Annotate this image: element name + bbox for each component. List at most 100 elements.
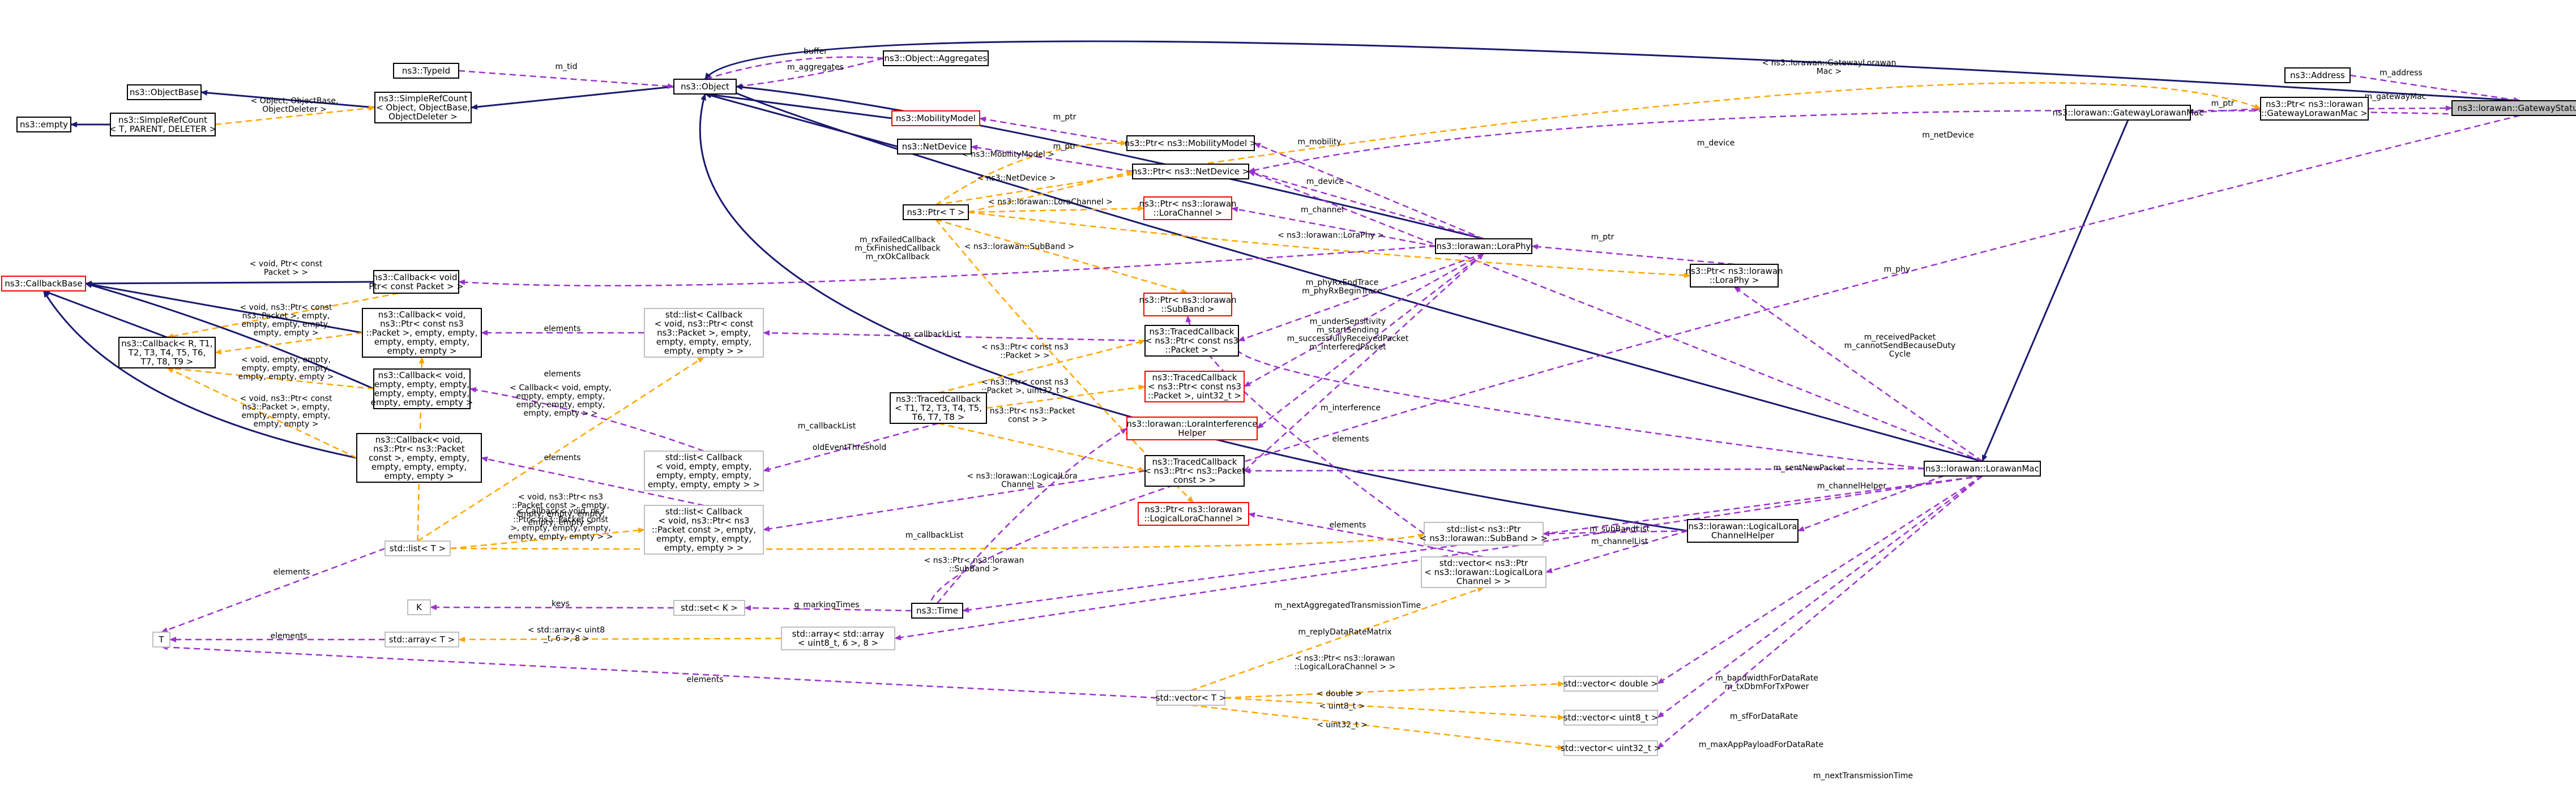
class-node-cbTmpl[interactable]: ns3::Callback< R, T1,T2, T3, T4, T5, T6,… [118, 337, 216, 368]
class-node-empty[interactable]: ns3::empty [16, 117, 71, 132]
class-node-ptrMob[interactable]: ns3::Ptr< ns3::MobilityModel > [1125, 135, 1257, 151]
edge-label-text: ::Packet > > [1000, 351, 1050, 361]
class-node-vecT[interactable]: std::vector< T > [1156, 690, 1227, 706]
class-node-listCb1[interactable]: std::list< Callback< void, ns3::Ptr< con… [644, 308, 764, 358]
class-node-time[interactable]: ns3::Time [911, 603, 963, 619]
edge-label-text: < std::array< uint8 [528, 626, 605, 635]
edge-label-text: empty, empty, empty > > [509, 533, 613, 542]
class-node-box [1924, 461, 2041, 477]
class-node-K[interactable]: K [407, 599, 431, 615]
edge-inherit-lorawanmac [704, 78, 1983, 462]
edge-label-text: m_callbackList [798, 422, 856, 431]
class-node-box [1156, 690, 1225, 706]
class-node-label: empty, empty, empty, [374, 337, 469, 347]
class-node-cbVoidPtr3[interactable]: ns3::Callback< void,ns3::Ptr< const ns3:… [362, 308, 482, 358]
class-node-label: std::list< Callback [665, 507, 743, 517]
class-node-listPtrSub[interactable]: std::list< ns3::Ptr< ns3::lorawan::SubBa… [1420, 522, 1548, 546]
edge-label-text: empty, empty, empty, [242, 411, 331, 421]
class-node-tracedPktConst[interactable]: ns3::TracedCallback< ns3::Ptr< ns3::Pack… [1144, 455, 1245, 487]
class-node-object[interactable]: ns3::Object [673, 79, 737, 95]
class-node-ptrLoraPhy[interactable]: ns3::Ptr< ns3::lorawan::LoraPhy > [1685, 264, 1783, 288]
class-node-listCb2[interactable]: std::list< Callback< void, empty, empty,… [644, 451, 764, 491]
class-node-ptrLoraCh[interactable]: ns3::Ptr< ns3::lorawan::LoraChannel > [1139, 196, 1237, 220]
class-node-netdevice[interactable]: ns3::NetDevice [897, 139, 972, 155]
edge-label-cbVoidEmptyTmpl: < void, empty, empty,empty, empty, empty… [238, 355, 334, 381]
class-node-tracedPktU32[interactable]: ns3::TracedCallback< ns3::Ptr< const ns3… [1144, 371, 1245, 402]
class-node-status[interactable]: ns3::lorawan::GatewayStatus [2451, 100, 2576, 116]
class-node-ptrLogCh[interactable]: ns3::Ptr< ns3::lorawan::LogicalLoraChann… [1138, 502, 1249, 526]
edge-use-m-netdevice [1248, 109, 2521, 173]
edge-label-cbVoidPtr3bTmpl: < void, ns3::Ptr< ns3::Packet const >, e… [512, 493, 609, 527]
edge-label-text: buffer [804, 47, 827, 56]
edge-tmpl-arrarr [458, 636, 782, 642]
class-node-cbBase[interactable]: ns3::CallbackBase [1, 276, 86, 291]
edge-label-text: m_txDbmForTxPower [1725, 683, 1809, 692]
class-node-tracedTmpl[interactable]: ns3::TracedCallback< T1, T2, T3, T4, T5,… [890, 392, 987, 424]
class-node-vecDouble[interactable]: std::vector< double > [1563, 676, 1658, 692]
class-node-label: ns3::Ptr< ns3::lorawan [1685, 266, 1783, 276]
class-node-T[interactable]: T [152, 632, 170, 647]
edge-use-m-phy [1733, 286, 1983, 462]
edge-label-loraChTmpl: < ns3::lorawan::LoraChannel > [988, 198, 1113, 207]
class-node-label: ns3::Ptr< ns3::lorawan [1139, 199, 1236, 209]
class-node-label: std::vector< uint32_t > [1561, 743, 1661, 754]
class-node-gwMac[interactable]: ns3::lorawan::GatewayLorawanMac [2053, 105, 2204, 121]
class-node-aggregates[interactable]: ns3::Object::Aggregates [883, 50, 989, 66]
edge-label-text: m_receivedPacket [1864, 333, 1936, 342]
class-node-ptrSubBand[interactable]: ns3::Ptr< ns3::lorawan::SubBand > [1139, 293, 1237, 316]
class-node-label: ns3::Time [916, 606, 958, 616]
class-node-vecPtrLog[interactable]: std::vector< ns3::Ptr< ns3::lorawan::Log… [1421, 556, 1547, 588]
class-node-vecU8[interactable]: std::vector< uint8_t > [1563, 710, 1659, 726]
class-node-lorawanMac[interactable]: ns3::lorawan::LorawanMac [1924, 461, 2041, 477]
edge-tmpl-simplerefcount [215, 105, 375, 126]
edge-label-m_nextAggr: m_nextAggregatedTransmissionTime [1275, 601, 1421, 610]
class-node-label: ns3::SimpleRefCount [379, 93, 468, 104]
class-node-mobility[interactable]: ns3::MobilityModel [891, 110, 980, 126]
class-node-label: ns3::TracedCallback [896, 394, 981, 404]
class-node-arrArr[interactable]: std::array< std::array< uint8_t, 6 >, 8 … [781, 627, 895, 650]
class-node-box [2451, 100, 2576, 116]
class-node-label: Helper [1178, 428, 1206, 438]
class-node-loraPhy[interactable]: ns3::lorawan::LoraPhy [1435, 238, 1532, 254]
class-node-typeid[interactable]: ns3::TypeId [393, 63, 459, 79]
edge-label-text: < void, empty, empty, [241, 355, 331, 364]
edge-use-elements-5 [1248, 512, 1484, 558]
class-node-address[interactable]: ns3::Address [2284, 67, 2351, 83]
class-node-box [1687, 519, 1798, 543]
class-node-label: ns3::Callback< void, [378, 370, 465, 380]
class-node-srcTmpl[interactable]: ns3::SimpleRefCount< T, PARENT, DELETER … [109, 113, 216, 136]
class-node-label: std::list< Callback [665, 452, 743, 462]
class-node-box [362, 308, 482, 358]
edge-label-text: m_startSending [1317, 326, 1379, 335]
class-node-cbVoidPtr[interactable]: ns3::Callback< void,Ptr< const Packet > … [369, 270, 464, 294]
class-node-box [1143, 196, 1232, 220]
edge-label-m_device_phy: m_device [1306, 177, 1344, 186]
class-node-cbVoidPtr3b[interactable]: ns3::Callback< void,ns3::Ptr< ns3::Packe… [356, 433, 482, 483]
class-node-label: std::array< std::array [792, 629, 885, 639]
class-node-arrT[interactable]: std::array< T > [385, 632, 459, 647]
class-node-objectBase[interactable]: ns3::ObjectBase [127, 84, 202, 100]
class-node-ptrT[interactable]: ns3::Ptr< T > [903, 204, 969, 220]
class-node-cbVoidEmpty[interactable]: ns3::Callback< void,empty, empty, empty,… [371, 368, 473, 409]
class-node-setK[interactable]: std::set< K > [673, 600, 745, 616]
class-node-ptrNet[interactable]: ns3::Ptr< ns3::NetDevice > [1132, 164, 1249, 179]
class-node-ptrGwMac[interactable]: ns3::Ptr< ns3::lorawan::GatewayLorawanMa… [2260, 97, 2369, 121]
edge-label-doubleTmpl: < double > [1317, 689, 1362, 698]
class-node-listT[interactable]: std::list< T > [385, 541, 451, 556]
class-node-srcObject[interactable]: ns3::SimpleRefCount< Object, ObjectBase,… [374, 92, 472, 123]
class-node-label: empty, empty, empty > > [648, 479, 760, 490]
class-node-box [903, 204, 969, 220]
class-node-tracedPkt[interactable]: ns3::TracedCallback< ns3::Ptr< const ns3… [1144, 325, 1239, 357]
edge-label-text: m_gatewayMac [2365, 92, 2427, 101]
edge-label-tracedPktTmpl: < ns3::Ptr< const ns3::Packet > > [981, 343, 1069, 361]
class-node-label: empty, empty, empty, [656, 470, 751, 481]
edge-tmpl-mob [935, 140, 1127, 206]
class-node-label: empty, empty, empty, [656, 337, 751, 347]
class-node-listCb3[interactable]: std::list< Callback< void, ns3::Ptr< ns3… [644, 505, 764, 555]
class-node-label: std::list< Callback [665, 310, 743, 320]
class-node-vecU32[interactable]: std::vector< uint32_t > [1561, 740, 1661, 756]
edge-label-text: m_aggregates [787, 63, 844, 72]
edge-use-m-subbandlist [1543, 530, 1688, 537]
